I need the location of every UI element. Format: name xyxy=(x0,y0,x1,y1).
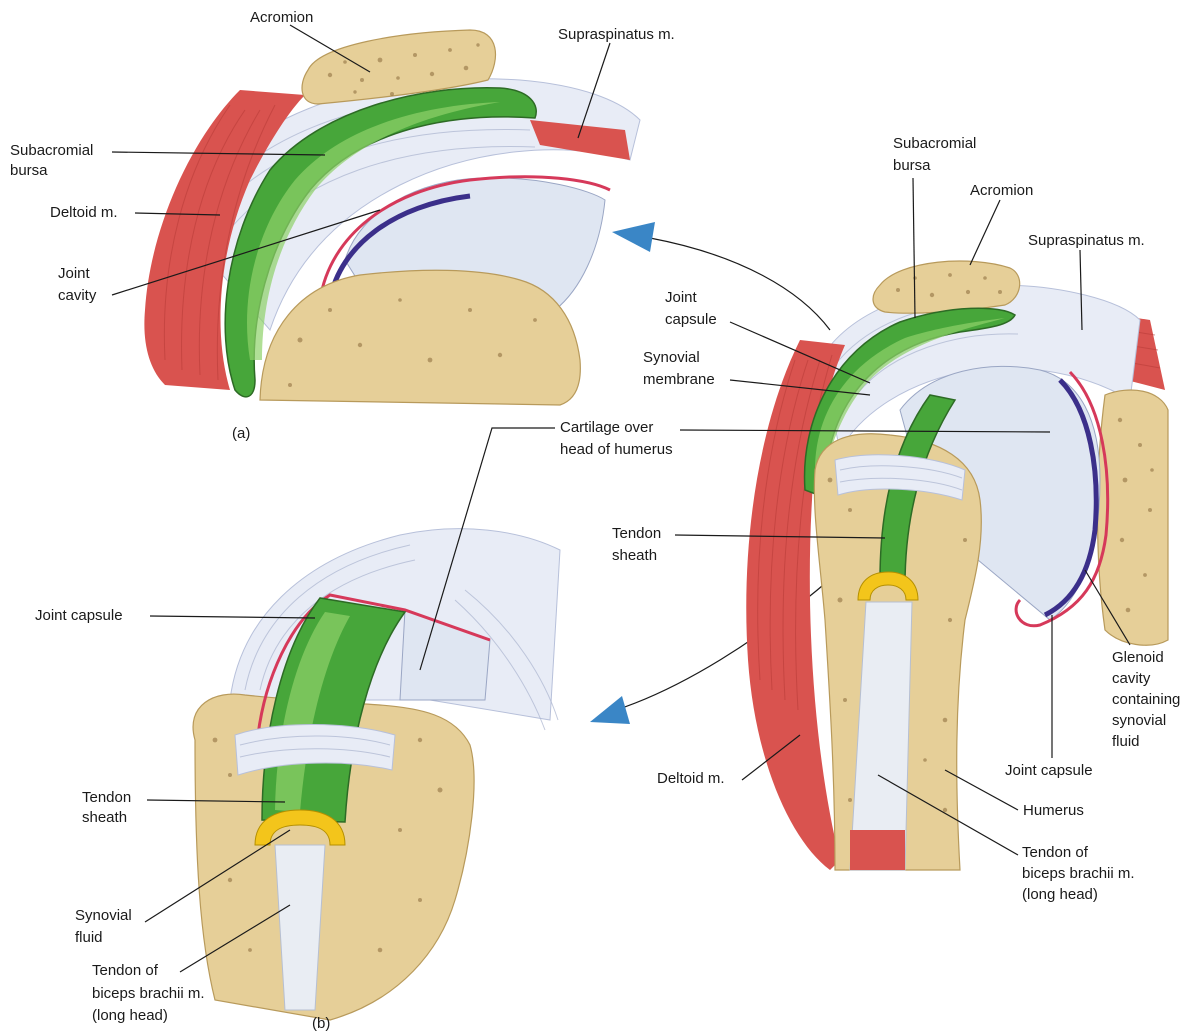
label-supraspinatus-main: Supraspinatus m. xyxy=(1028,232,1145,249)
panel-a-illustration xyxy=(144,30,640,405)
label-cartilage-2: head of humerus xyxy=(560,441,673,458)
label-tendon-sheath-b-2: sheath xyxy=(82,809,127,826)
label-deltoid-a: Deltoid m. xyxy=(50,204,118,221)
label-glenoid-1: Glenoid xyxy=(1112,649,1164,666)
label-subacromial-a-1: Subacromial xyxy=(10,142,93,159)
label-subacromial-a-2: bursa xyxy=(10,162,48,179)
label-synovial-membrane-main-1: Synovial xyxy=(643,349,700,366)
label-joint-cavity-a-1: Joint xyxy=(58,265,91,282)
panel-a-tag: (a) xyxy=(232,425,250,442)
arrow-to-panel-a xyxy=(612,222,655,252)
label-tendon-sheath-main-2: sheath xyxy=(612,547,657,564)
label-tendon-biceps-b-3: (long head) xyxy=(92,1007,168,1024)
label-joint-capsule-main-1: Joint xyxy=(665,289,698,306)
label-synovial-fluid-b-2: fluid xyxy=(75,929,103,946)
label-tendon-biceps-main-1: Tendon of xyxy=(1022,844,1089,861)
label-glenoid-2: cavity xyxy=(1112,670,1151,687)
acromion-main xyxy=(873,261,1020,313)
label-joint-capsule-main-2: capsule xyxy=(665,311,717,328)
label-tendon-sheath-main-1: Tendon xyxy=(612,525,661,542)
label-deltoid-main: Deltoid m. xyxy=(657,770,725,787)
label-humerus: Humerus xyxy=(1023,802,1084,819)
label-joint-capsule-b: Joint capsule xyxy=(35,607,123,624)
label-subacromial-main-2: bursa xyxy=(893,157,931,174)
label-cartilage-1: Cartilage over xyxy=(560,419,653,436)
label-acromion-a: Acromion xyxy=(250,9,313,26)
label-joint-cavity-a-2: cavity xyxy=(58,287,97,304)
humerus-head-a xyxy=(260,270,580,405)
label-glenoid-5: fluid xyxy=(1112,733,1140,750)
label-tendon-biceps-main-3: (long head) xyxy=(1022,886,1098,903)
panel-b-illustration xyxy=(193,529,560,1020)
label-glenoid-4: synovial xyxy=(1112,712,1166,729)
panel-b-tag: (b) xyxy=(312,1015,330,1032)
main-illustration xyxy=(746,261,1168,870)
label-synovial-membrane-main-2: membrane xyxy=(643,371,715,388)
label-synovial-fluid-b-1: Synovial xyxy=(75,907,132,924)
label-glenoid-3: containing xyxy=(1112,691,1180,708)
label-tendon-sheath-b-1: Tendon xyxy=(82,789,131,806)
label-acromion-main: Acromion xyxy=(970,182,1033,199)
label-joint-capsule-main-lower: Joint capsule xyxy=(1005,762,1093,779)
label-subacromial-main-1: Subacromial xyxy=(893,135,976,152)
arrow-to-panel-b xyxy=(590,696,630,724)
label-tendon-biceps-b-1: Tendon of xyxy=(92,962,159,979)
label-supraspinatus-a: Supraspinatus m. xyxy=(558,26,675,43)
label-tendon-biceps-main-2: biceps brachii m. xyxy=(1022,865,1135,882)
label-tendon-biceps-b-2: biceps brachii m. xyxy=(92,985,205,1002)
